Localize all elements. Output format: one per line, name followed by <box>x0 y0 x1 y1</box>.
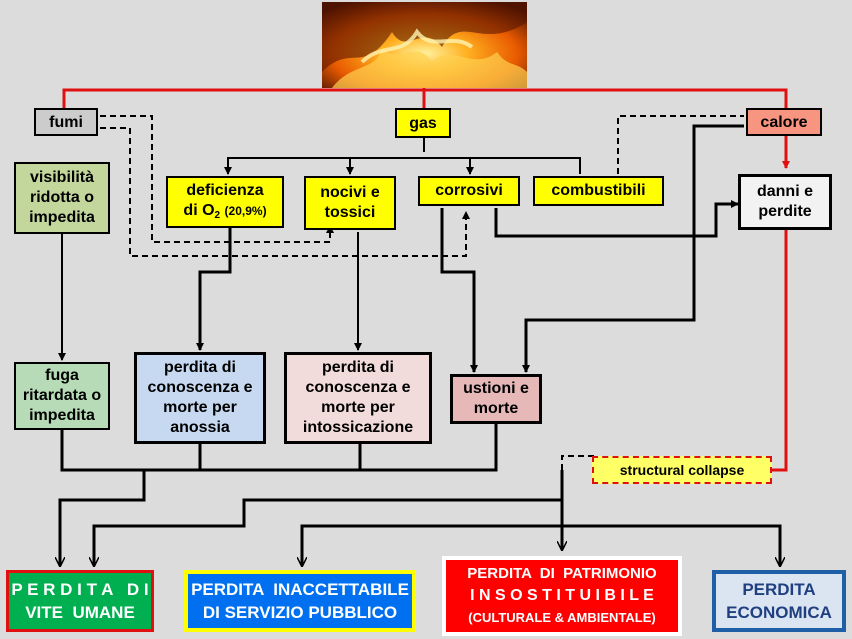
fire-image <box>322 2 527 88</box>
intossicazione-line-3: morte per <box>321 399 395 416</box>
servizio-line-1: PERDITA INACCETTABILE <box>191 580 409 599</box>
servizio-line-2: DI SERVIZIO PUBBLICO <box>202 603 398 622</box>
anossia-line-1: perdita di <box>163 359 236 376</box>
nocivi-line-1: nocivi e <box>320 184 380 201</box>
visibilita-line-1: visibilità <box>29 169 95 186</box>
fuga-box: fuga ritardata o impedita <box>14 362 110 430</box>
corrosivi-label: corrosivi <box>435 182 503 199</box>
structural-collapse-box: structural collapse <box>592 456 772 484</box>
economica-line-2: ECONOMICA <box>726 603 832 622</box>
deficienza-line-1: deficienza <box>186 182 264 199</box>
fumi-label: fumi <box>49 113 83 131</box>
ustioni-line-1: ustioni e <box>463 380 529 397</box>
combustibili-box: combustibili <box>533 176 664 206</box>
fuga-line-2: ritardata o <box>22 387 102 404</box>
fuga-line-3: impedita <box>29 407 95 424</box>
intossicazione-line-1: perdita di <box>321 359 394 376</box>
vite-line-1: P E R D I T A D I <box>11 580 149 599</box>
corrosivi-box: corrosivi <box>418 176 520 206</box>
anossia-line-3: morte per <box>163 399 237 416</box>
intossicazione-line-4: intossicazione <box>302 419 414 436</box>
economica-line-1: PERDITA <box>742 580 816 599</box>
perdita-intossicazione-box: perdita di conoscenza e morte per intoss… <box>284 352 432 444</box>
structural-collapse-label: structural collapse <box>619 462 745 478</box>
outcome-vite-umane: P E R D I T A D I VITE UMANE <box>6 570 154 632</box>
fumi-box: fumi <box>34 108 98 136</box>
deficienza-line-2: di O2 (20,9%) <box>183 202 267 221</box>
gas-label: gas <box>409 114 437 132</box>
ustioni-box: ustioni e morte <box>450 374 542 424</box>
visibilita-line-3: impedita <box>29 209 95 226</box>
ustioni-line-2: morte <box>473 400 519 417</box>
danni-line-1: danni e <box>756 183 813 200</box>
outcome-servizio-pubblico: PERDITA INACCETTABILE DI SERVIZIO PUBBLI… <box>184 570 416 632</box>
patrimonio-line-2: I N S O S T I T U I B I L E <box>470 587 654 604</box>
visibilita-box: visibilità ridotta o impedita <box>14 162 110 234</box>
fuga-line-1: fuga <box>45 367 79 384</box>
anossia-line-4: anossia <box>170 419 230 436</box>
gas-box: gas <box>395 108 451 138</box>
patrimonio-line-3: (CULTURALE & AMBIENTALE) <box>468 610 656 625</box>
perdita-anossia-box: perdita di conoscenza e morte per anossi… <box>134 352 266 444</box>
patrimonio-line-1: PERDITA DI PATRIMONIO <box>467 565 657 582</box>
combustibili-label: combustibili <box>551 182 646 199</box>
outcome-patrimonio: PERDITA DI PATRIMONIO I N S O S T I T U … <box>442 556 682 636</box>
outcome-economica: PERDITA ECONOMICA <box>712 570 846 632</box>
calore-label: calore <box>760 113 808 131</box>
danni-line-2: perdite <box>758 203 812 220</box>
nocivi-box: nocivi e tossici <box>304 176 396 230</box>
nocivi-line-2: tossici <box>324 204 376 221</box>
visibilita-line-2: ridotta o <box>30 189 94 206</box>
deficienza-box: deficienza di O2 (20,9%) <box>166 176 284 228</box>
intossicazione-line-2: conoscenza e <box>305 379 411 396</box>
danni-box: danni e perdite <box>738 174 832 230</box>
vite-line-2: VITE UMANE <box>25 603 135 622</box>
anossia-line-2: conoscenza e <box>147 379 253 396</box>
calore-box: calore <box>746 108 822 136</box>
